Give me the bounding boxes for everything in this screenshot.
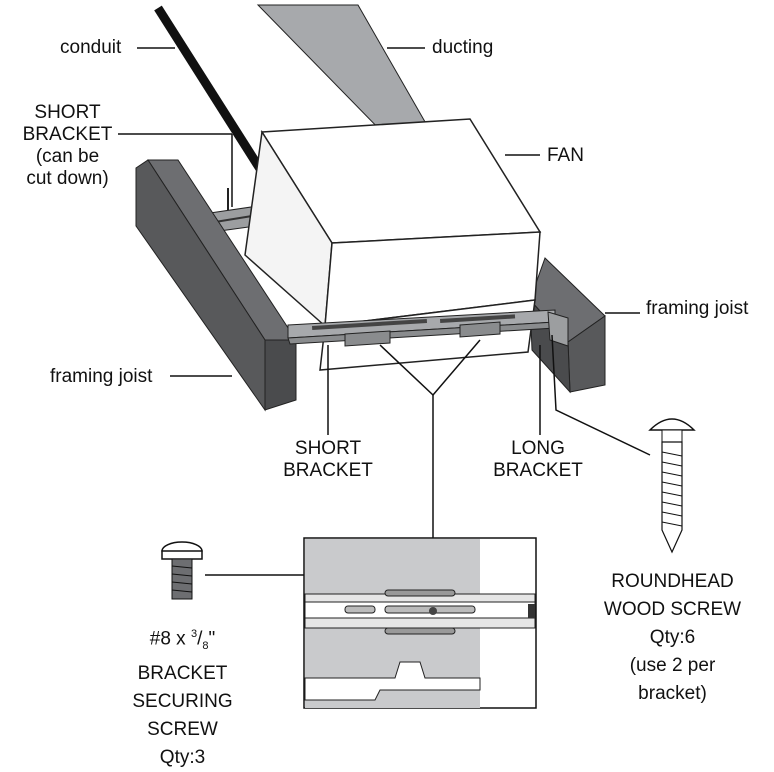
label-line: LONG	[511, 438, 565, 459]
label-line: cut down)	[26, 168, 109, 189]
label-framing-joist-right: framing joist	[646, 298, 749, 319]
label-line: SHORT	[34, 102, 101, 123]
label-roundhead-wood-screw: ROUNDHEAD WOOD SCREW Qty:6 (use 2 per br…	[585, 568, 760, 708]
label-ducting: ducting	[432, 37, 494, 58]
short-bracket-back	[209, 188, 259, 233]
screw-size-numerator: 3	[190, 628, 198, 640]
label-long-bracket: LONG BRACKET	[478, 438, 598, 482]
label-line: BRACKET	[137, 663, 228, 685]
roundhead-wood-screw-icon	[648, 418, 696, 554]
label-line: (can be	[35, 146, 100, 167]
label-line: BRACKET	[22, 124, 113, 145]
label-line: BRACKET	[283, 460, 373, 481]
framing-joist-left	[135, 159, 297, 412]
label-line: SHORT	[294, 438, 362, 459]
label-line: BRACKET	[493, 460, 583, 481]
label-framing-joist-left: framing joist	[50, 366, 153, 387]
label-fan: FAN	[547, 145, 584, 166]
screw-size-denominator: 8	[202, 640, 209, 653]
label-line: SCREW	[147, 719, 218, 741]
screw-size: #8 x 3/8"	[149, 628, 216, 653]
front-brackets	[287, 309, 569, 347]
label-line: bracket)	[638, 683, 707, 704]
inset-detail	[303, 537, 537, 709]
label-line: (use 2 per	[629, 655, 716, 676]
label-line: SECURING	[132, 691, 233, 713]
bracket-securing-screw-icon	[161, 541, 203, 600]
conduit	[154, 5, 266, 175]
label-line: Qty:6	[649, 627, 696, 648]
screw-size-suffix: "	[208, 628, 216, 650]
label-short-bracket-bottom: SHORT BRACKET	[268, 438, 388, 482]
label-bracket-securing-screw: #8 x 3/8" BRACKET SECURING SCREW Qty:3	[115, 620, 250, 772]
label-conduit: conduit	[60, 37, 122, 58]
label-line: WOOD SCREW	[603, 599, 742, 620]
screw-size-prefix: #8 x	[149, 628, 191, 650]
label-short-bracket-top: SHORT BRACKET (can be cut down)	[10, 102, 125, 190]
ducting	[256, 4, 433, 139]
label-line: Qty:3	[159, 747, 206, 769]
label-line: ROUNDHEAD	[611, 571, 734, 592]
